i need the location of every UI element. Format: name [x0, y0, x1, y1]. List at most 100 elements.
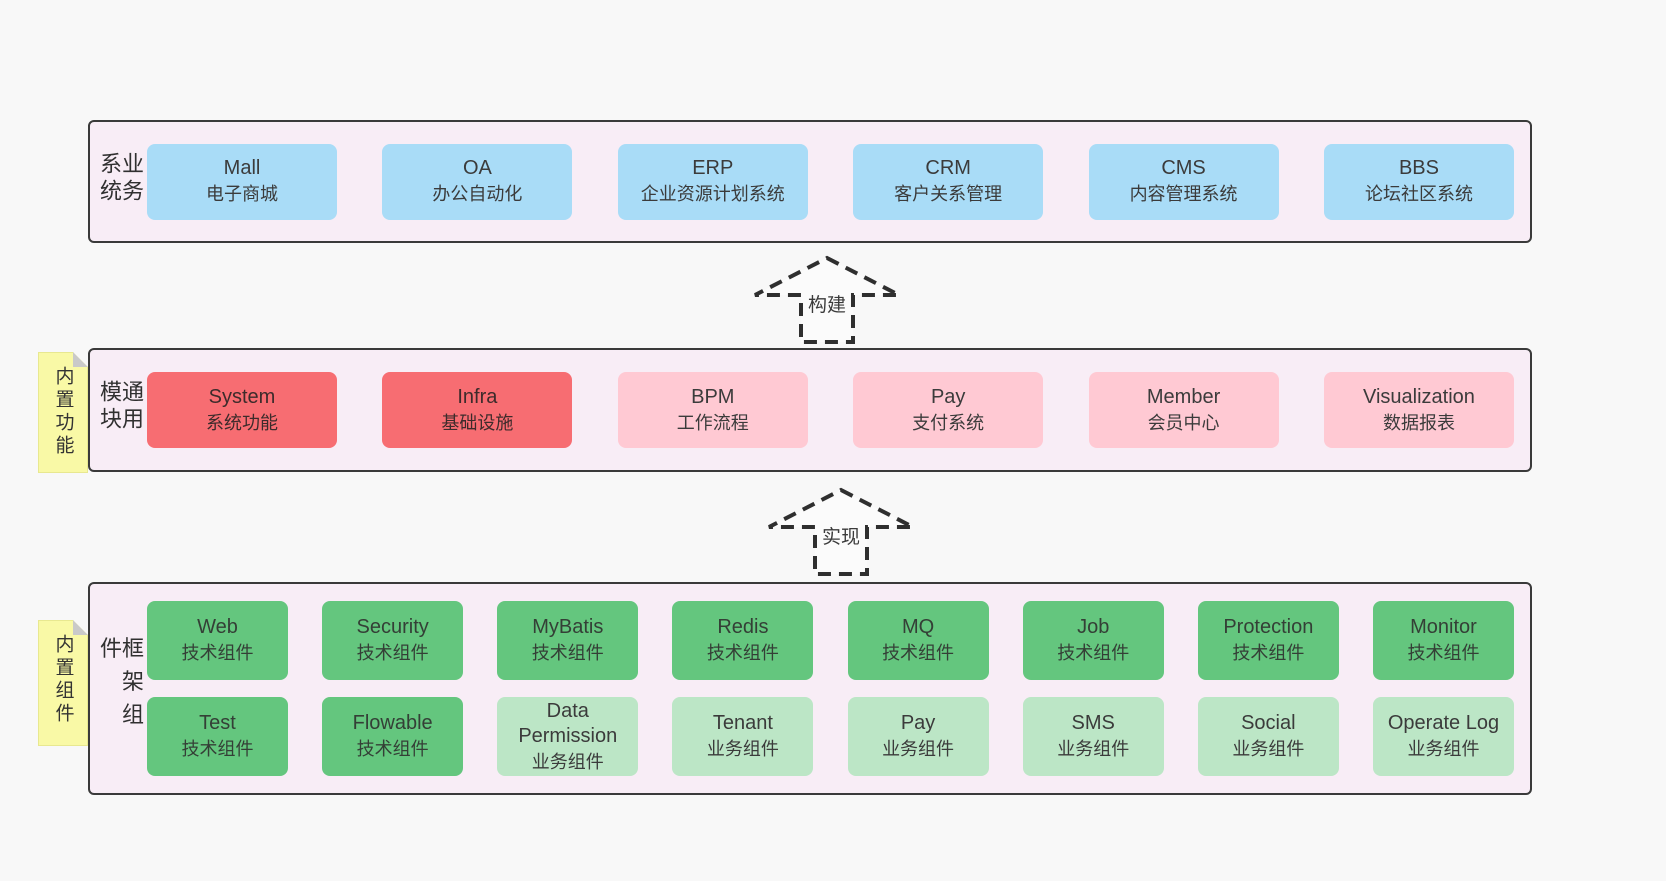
- box-title: MyBatis: [532, 616, 604, 639]
- arrow-implement: 实现: [766, 487, 916, 577]
- box-subtitle: 技术组件: [181, 643, 254, 664]
- box-title: Flowable: [352, 712, 433, 735]
- box-web: Web 技术组件: [147, 601, 288, 680]
- box-subtitle: 业务组件: [1057, 739, 1130, 760]
- box-member: Member 会员中心: [1088, 372, 1279, 448]
- box-oa: OA 办公自动化: [382, 143, 573, 220]
- box-title: Monitor: [1410, 616, 1477, 639]
- box-visualization: Visualization 数据报表: [1323, 372, 1514, 448]
- box-pay-component: Pay 业务组件: [847, 697, 989, 776]
- box-redis: Redis 技术组件: [672, 601, 814, 680]
- box-title: Member: [1146, 385, 1221, 408]
- arrow-build-label: 构建: [804, 290, 850, 317]
- box-erp: ERP 企业资源计划系统: [617, 143, 808, 220]
- box-title: Tenant: [712, 712, 773, 735]
- box-subtitle: 论坛社区系统: [1364, 184, 1473, 205]
- box-title: System: [208, 385, 276, 408]
- box-flowable: Flowable 技术组件: [322, 697, 464, 776]
- box-title: Pay: [900, 712, 936, 735]
- folded-corner-icon: [73, 620, 88, 635]
- box-cms: CMS 内容管理系统: [1088, 143, 1279, 220]
- box-subtitle: 会员中心: [1147, 412, 1220, 433]
- layer-business-systems: 业务系统 Mall 电子商城 OA 办公自动化 ERP 企业资源计划系统 CRM…: [88, 120, 1532, 243]
- box-monitor: Monitor 技术组件: [1372, 601, 1514, 680]
- box-title: Test: [199, 712, 236, 735]
- layer-common-modules: 通用模块 System 系统功能 Infra 基础设施 BPM 工作流程 Pay…: [88, 348, 1532, 472]
- business-boxes-row: Mall 电子商城 OA 办公自动化 ERP 企业资源计划系统 CRM 客户关系…: [147, 122, 1514, 241]
- box-social: Social 业务组件: [1197, 697, 1339, 776]
- sticky-note-text: 内置功能: [52, 366, 74, 458]
- arrow-build: 构建: [752, 255, 902, 345]
- box-title: SMS: [1071, 712, 1115, 735]
- box-title: CRM: [925, 157, 971, 180]
- box-subtitle: 技术组件: [1057, 643, 1130, 664]
- box-subtitle: 业务组件: [1407, 739, 1480, 760]
- box-crm: CRM 客户关系管理: [853, 143, 1044, 220]
- box-sms: SMS 业务组件: [1022, 697, 1164, 776]
- box-title: Job: [1077, 616, 1110, 639]
- box-bpm: BPM 工作流程: [617, 372, 808, 448]
- box-subtitle: 技术组件: [356, 739, 429, 760]
- box-subtitle: 技术组件: [1232, 643, 1305, 664]
- box-title: Pay: [930, 385, 966, 408]
- box-title: Visualization: [1362, 385, 1475, 408]
- layer-label-business: 业务系统: [97, 151, 144, 206]
- box-title: Infra: [457, 385, 498, 408]
- layer-label-modules: 通用模块: [97, 380, 144, 434]
- box-subtitle: 办公自动化: [432, 184, 523, 205]
- box-subtitle: 数据报表: [1382, 412, 1455, 433]
- box-infra: Infra 基础设施: [382, 372, 573, 448]
- box-title: MQ: [901, 616, 935, 639]
- box-subtitle: 技术组件: [1407, 643, 1480, 664]
- box-system: System 系统功能: [147, 372, 337, 448]
- arrow-implement-label: 实现: [818, 522, 864, 549]
- box-subtitle: 系统功能: [206, 412, 278, 433]
- box-title: Social: [1241, 712, 1296, 735]
- box-pay-system: Pay 支付系统: [853, 372, 1044, 448]
- box-subtitle: 业务组件: [1232, 739, 1305, 760]
- sticky-note-built-in-features: 内置功能: [38, 352, 88, 473]
- box-subtitle: 技术组件: [531, 643, 604, 664]
- sticky-note-text: 内置组件: [52, 634, 74, 726]
- box-mybatis: MyBatis 技术组件: [497, 601, 639, 680]
- box-title: Data Permission: [518, 699, 618, 747]
- box-title: CMS: [1161, 157, 1206, 180]
- box-title: Protection: [1223, 616, 1314, 639]
- box-title: Web: [197, 616, 238, 639]
- box-mall: Mall 电子商城: [147, 143, 337, 220]
- box-subtitle: 内容管理系统: [1129, 184, 1238, 205]
- box-title: Redis: [717, 616, 769, 639]
- box-protection: Protection 技术组件: [1197, 601, 1339, 680]
- box-security: Security 技术组件: [322, 601, 464, 680]
- box-subtitle: 技术组件: [882, 643, 955, 664]
- box-subtitle: 技术组件: [181, 739, 254, 760]
- box-title: OA: [462, 157, 492, 180]
- box-subtitle: 技术组件: [706, 643, 779, 664]
- box-job: Job 技术组件: [1022, 601, 1164, 680]
- box-title: ERP: [692, 157, 734, 180]
- modules-boxes-row: System 系统功能 Infra 基础设施 BPM 工作流程 Pay 支付系统…: [147, 350, 1514, 470]
- box-subtitle: 企业资源计划系统: [640, 184, 785, 205]
- folded-corner-icon: [73, 352, 88, 367]
- box-subtitle: 基础设施: [441, 412, 514, 433]
- layer-framework-components: 框架组件 Web 技术组件 Security 技术组件 MyBatis 技术组件…: [88, 582, 1532, 795]
- box-title: BPM: [691, 385, 735, 408]
- box-bbs: BBS 论坛社区系统: [1323, 143, 1514, 220]
- box-subtitle: 电子商城: [206, 184, 278, 205]
- box-title: Mall: [223, 157, 261, 180]
- box-subtitle: 工作流程: [676, 412, 749, 433]
- box-title: BBS: [1398, 157, 1439, 180]
- box-test: Test 技术组件: [147, 697, 288, 776]
- box-subtitle: 业务组件: [882, 739, 955, 760]
- box-data-permission: Data Permission 业务组件: [497, 697, 639, 776]
- box-subtitle: 支付系统: [912, 412, 985, 433]
- box-operate-log: Operate Log 业务组件: [1372, 697, 1514, 776]
- box-subtitle: 技术组件: [356, 643, 429, 664]
- sticky-note-built-in-components: 内置组件: [38, 620, 88, 746]
- box-mq: MQ 技术组件: [847, 601, 989, 680]
- box-subtitle: 业务组件: [531, 751, 604, 772]
- box-tenant: Tenant 业务组件: [672, 697, 814, 776]
- box-title: Security: [356, 616, 429, 639]
- components-boxes-grid: Web 技术组件 Security 技术组件 MyBatis 技术组件 Redi…: [147, 601, 1514, 776]
- box-subtitle: 业务组件: [706, 739, 779, 760]
